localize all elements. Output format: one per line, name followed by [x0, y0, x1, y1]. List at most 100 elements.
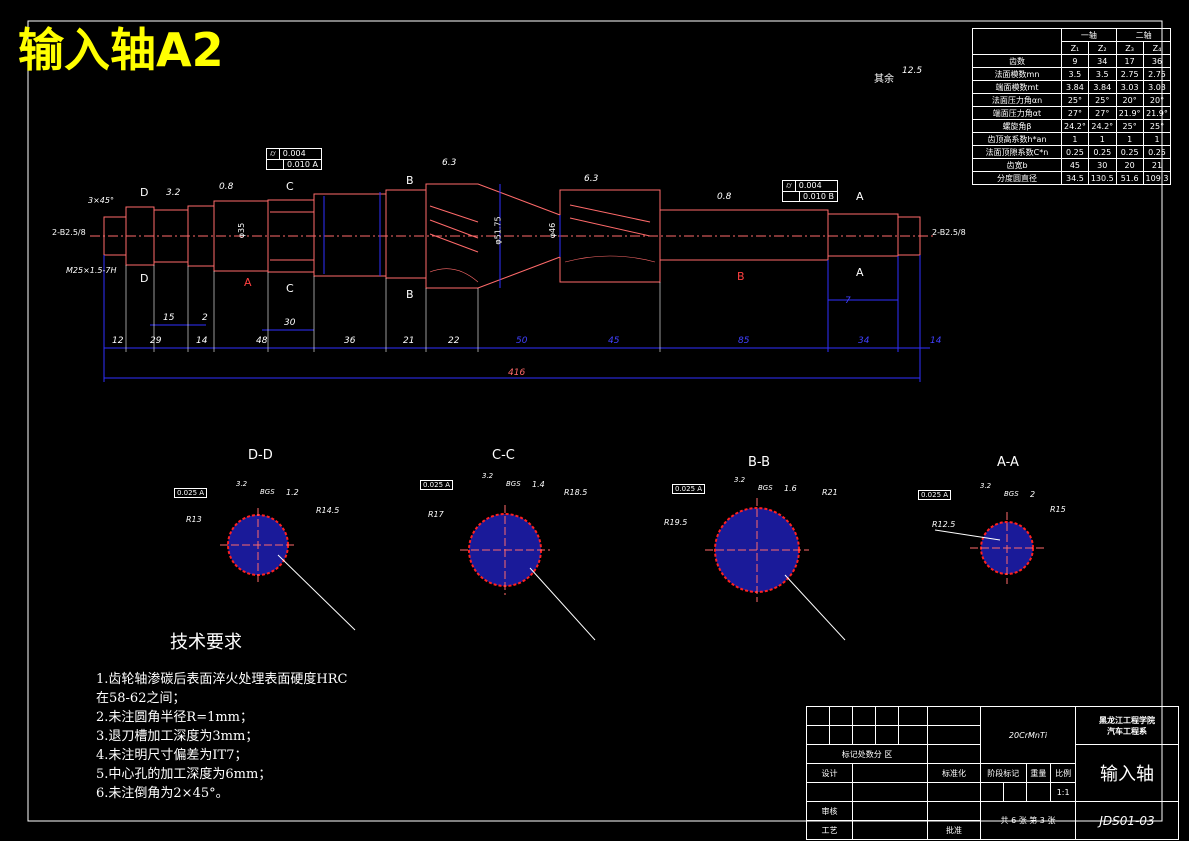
- param-value: 25°: [1142, 119, 1172, 133]
- datum-a-label: A: [244, 276, 252, 289]
- section-ra: 3.2: [236, 480, 248, 488]
- dim-bottom: 12: [112, 336, 124, 346]
- dim-bottom: 14: [930, 336, 942, 346]
- section-bgs: BGS: [506, 480, 521, 488]
- tolerance-frame-a: ⌭0.004 0.010 A: [266, 148, 322, 170]
- section-mark-a-bottom: A: [856, 266, 864, 279]
- param-label: 齿数: [972, 54, 1062, 68]
- diameter-35-label: φ35: [237, 222, 247, 239]
- param-value: 3.5: [1061, 67, 1089, 81]
- param-value: 25°: [1115, 119, 1144, 133]
- param-value: 27°: [1087, 106, 1117, 120]
- section-ra: 3.2: [482, 472, 494, 480]
- tech-req-line: 2.未注圆角半径R=1mm；: [96, 710, 254, 725]
- section-mark-b-bottom: B: [406, 288, 414, 301]
- section-frame: 0.025 A: [918, 490, 952, 500]
- gear-tooth-breakouts: [429, 255, 656, 283]
- checker-label: 审核: [806, 801, 853, 821]
- param-value: 109.3: [1142, 171, 1172, 185]
- section-title: D-D: [248, 448, 273, 463]
- roughness-label: 6.3: [584, 174, 599, 184]
- section-r-left: R12.5: [932, 520, 956, 529]
- extension-lines: [125, 265, 661, 352]
- tech-req-line: 1.齿轮轴渗碳后表面淬火处理表面硬度HRC: [96, 672, 348, 687]
- param-value: 24.2°: [1061, 119, 1089, 133]
- datum-b-label: B: [737, 270, 745, 283]
- roughness-label: 0.8: [219, 182, 234, 192]
- section-width: 1.2: [286, 488, 299, 497]
- param-value: 1: [1115, 132, 1144, 146]
- runout-icon: ⌭: [267, 149, 280, 159]
- section-mark-b-top: B: [406, 174, 414, 187]
- param-value: 30: [1087, 158, 1117, 172]
- section-mark-d-top: D: [140, 186, 149, 199]
- param-label: 法面顶隙系数C*n: [972, 145, 1062, 159]
- param-value: 24.2°: [1087, 119, 1117, 133]
- param-value: 2.75: [1115, 67, 1144, 81]
- center-hole-right-label: 2-B2.5/8: [932, 228, 966, 237]
- section-width: 1.4: [532, 480, 545, 489]
- dim-bottom: 34: [858, 336, 870, 346]
- tech-req-line: 4.未注明尺寸偏差为IT7；: [96, 748, 248, 763]
- tech-req-title: 技术要求: [170, 632, 242, 653]
- section-mark-c-top: C: [286, 180, 294, 193]
- group-header-1: 一轴: [1061, 28, 1117, 42]
- col-header: Z₃: [1115, 41, 1144, 55]
- param-value: 36: [1142, 54, 1172, 68]
- section-r-right: R14.5: [316, 506, 340, 515]
- param-value: 0.25: [1087, 145, 1117, 159]
- dim-bottom: 29: [150, 336, 162, 346]
- param-value: 34: [1087, 54, 1117, 68]
- scale-value: 1:1: [1050, 782, 1076, 802]
- param-value: 51.6: [1115, 171, 1144, 185]
- title-block: 20CrMnTi 黑龙江工程学院汽车工程系 标记处数分 区 输入轴 设计标准化 …: [806, 706, 1179, 840]
- chamfer-label: 3×45°: [88, 196, 114, 205]
- dim-bottom: 14: [196, 336, 208, 346]
- dim-mid: 15: [163, 313, 175, 323]
- section-title: A-A: [997, 455, 1019, 470]
- param-value: 20°: [1115, 93, 1144, 107]
- param-value: 0.25: [1142, 145, 1172, 159]
- param-label: 齿顶高系数h*an: [972, 132, 1062, 146]
- drawing-title: 输入轴A2: [18, 23, 224, 77]
- param-value: 3.03: [1115, 80, 1144, 94]
- roughness-note-value: 12.5: [902, 66, 923, 76]
- param-value: 27°: [1061, 106, 1089, 120]
- param-value: 20: [1115, 158, 1144, 172]
- tolerance-value: 0.004: [798, 181, 822, 190]
- section-bgs: BGS: [1004, 490, 1019, 498]
- param-value: 45: [1061, 158, 1089, 172]
- part-name: 输入轴: [1075, 744, 1179, 802]
- section-title: C-C: [492, 448, 515, 463]
- param-value: 3.03: [1142, 80, 1172, 94]
- designer-label: 设计: [806, 763, 853, 783]
- param-value: 2.75: [1142, 67, 1172, 81]
- param-value: 17: [1115, 54, 1144, 68]
- section-mark-c-bottom: C: [286, 282, 294, 295]
- scale-label: 比例: [1050, 763, 1076, 783]
- roughness-label: 0.8: [717, 192, 732, 202]
- dim-bottom: 45: [608, 336, 620, 346]
- param-label: 分度圆直径: [972, 171, 1062, 185]
- section-bgs: BGS: [758, 484, 773, 492]
- sheet-info: 共 6 张 第 3 张: [980, 801, 1076, 840]
- section-r-left: R13: [186, 515, 202, 524]
- param-label: 齿宽b: [972, 158, 1062, 172]
- col-header: Z₂: [1087, 41, 1117, 55]
- tolerance-value: 0.004: [282, 149, 306, 158]
- dim-bottom: 21: [403, 336, 415, 346]
- section-aa-shape: [934, 512, 1044, 584]
- param-value: 1: [1087, 132, 1117, 146]
- param-value: 3.5: [1087, 67, 1117, 81]
- mark-row-label: 标记处数分 区: [806, 744, 928, 764]
- param-value: 34.5: [1061, 171, 1089, 185]
- standard-label: 标准化: [927, 763, 981, 783]
- diameter-46-label: φ46: [548, 222, 558, 239]
- tech-req-line: 5.中心孔的加工深度为6mm；: [96, 767, 272, 782]
- section-title: B-B: [748, 455, 771, 470]
